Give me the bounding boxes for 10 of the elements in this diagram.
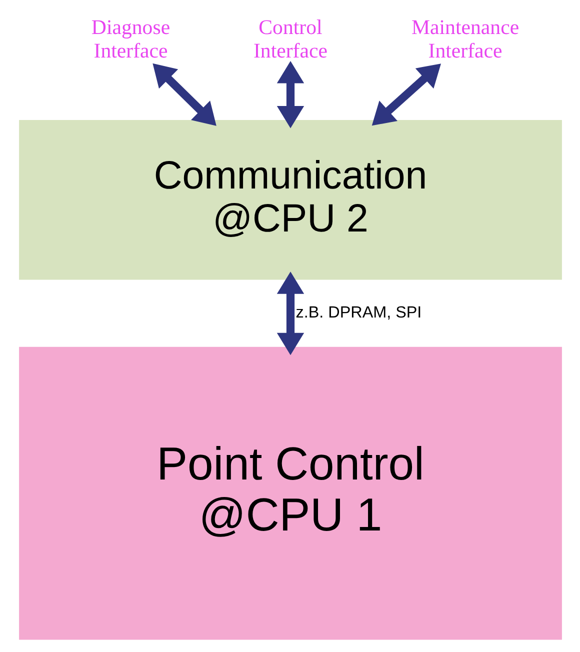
node-text: Control Interface [253, 15, 327, 62]
arrow [371, 64, 441, 126]
arrow [276, 272, 304, 356]
node-box: Communication @CPU 2 [18, 120, 562, 280]
arrow [276, 61, 304, 128]
node-box: Point Control @CPU 1 [18, 346, 562, 640]
arrow [152, 63, 216, 126]
node-text: Maintenance Interface [411, 15, 519, 62]
node-text: Diagnose Interface [90, 15, 170, 62]
edge-label: z.B. DPRAM, SPI [295, 304, 422, 322]
